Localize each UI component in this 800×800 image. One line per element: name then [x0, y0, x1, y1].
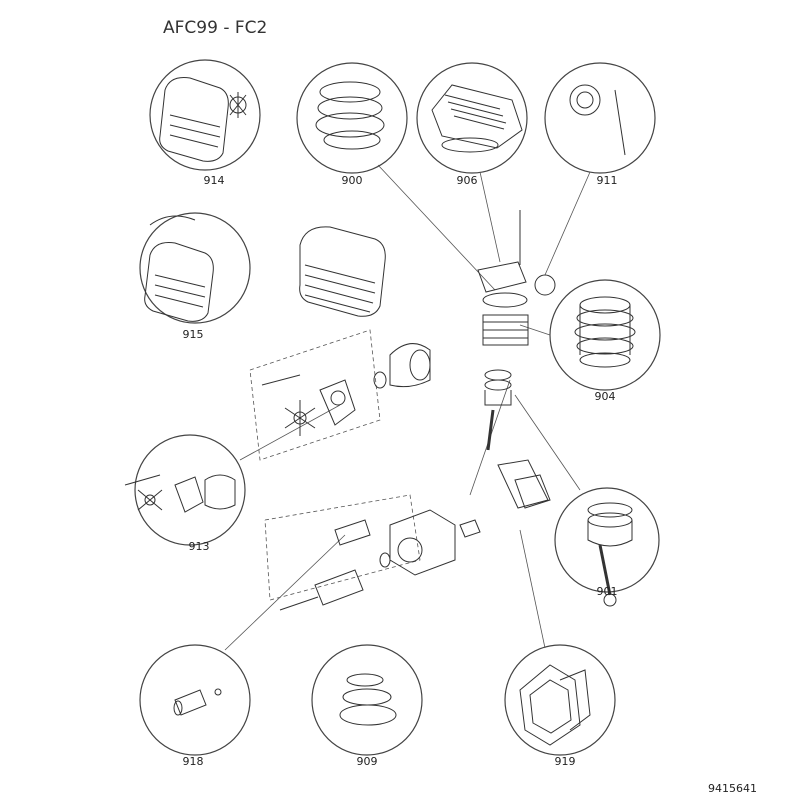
callout-circle-906	[416, 62, 528, 174]
callout-label-919: 919	[554, 755, 576, 768]
callout-label-906: 906	[456, 174, 478, 187]
callout-label-914: 914	[203, 174, 225, 187]
piston-901	[587, 502, 633, 607]
cylinder-head-906	[431, 84, 523, 153]
callout-label-913: 913	[188, 540, 210, 553]
callout-circle-900	[296, 62, 408, 174]
callout-label-904: 904	[594, 390, 616, 403]
callout-label-915: 915	[182, 328, 204, 341]
callout-circle-901	[554, 487, 660, 593]
shroud-914	[159, 77, 247, 162]
cylinder-904	[574, 296, 636, 368]
callout-label-900: 900	[341, 174, 363, 187]
callout-label-911: 911	[596, 174, 618, 187]
diagram-title: AFC99 - FC2	[163, 18, 268, 38]
motor-shroud	[299, 226, 386, 317]
motor-fan-assembly	[261, 343, 431, 436]
shroud-915	[144, 215, 214, 322]
crankcase-rotor	[279, 509, 481, 611]
callout-label-918: 918	[182, 755, 204, 768]
drawing-number: 9415641	[708, 782, 757, 795]
gasket-set-909	[339, 673, 397, 726]
gasket-set-900	[315, 81, 385, 150]
callout-circle-919	[504, 644, 616, 756]
air-filter-911	[569, 84, 626, 156]
callout-label-909: 909	[356, 755, 378, 768]
valve-plate-919	[519, 664, 591, 746]
motor-fan-913	[124, 474, 236, 513]
callout-circle-915	[139, 212, 251, 324]
pump-cylinder-assembly	[477, 210, 556, 509]
callout-circle-914	[149, 59, 261, 171]
callout-circle-909	[311, 644, 423, 756]
callout-circle-913	[134, 434, 246, 546]
callout-circle-911	[544, 62, 656, 174]
callout-circle-918	[139, 644, 251, 756]
callout-label-901: 901	[596, 585, 618, 598]
capacitor-918	[173, 688, 222, 716]
